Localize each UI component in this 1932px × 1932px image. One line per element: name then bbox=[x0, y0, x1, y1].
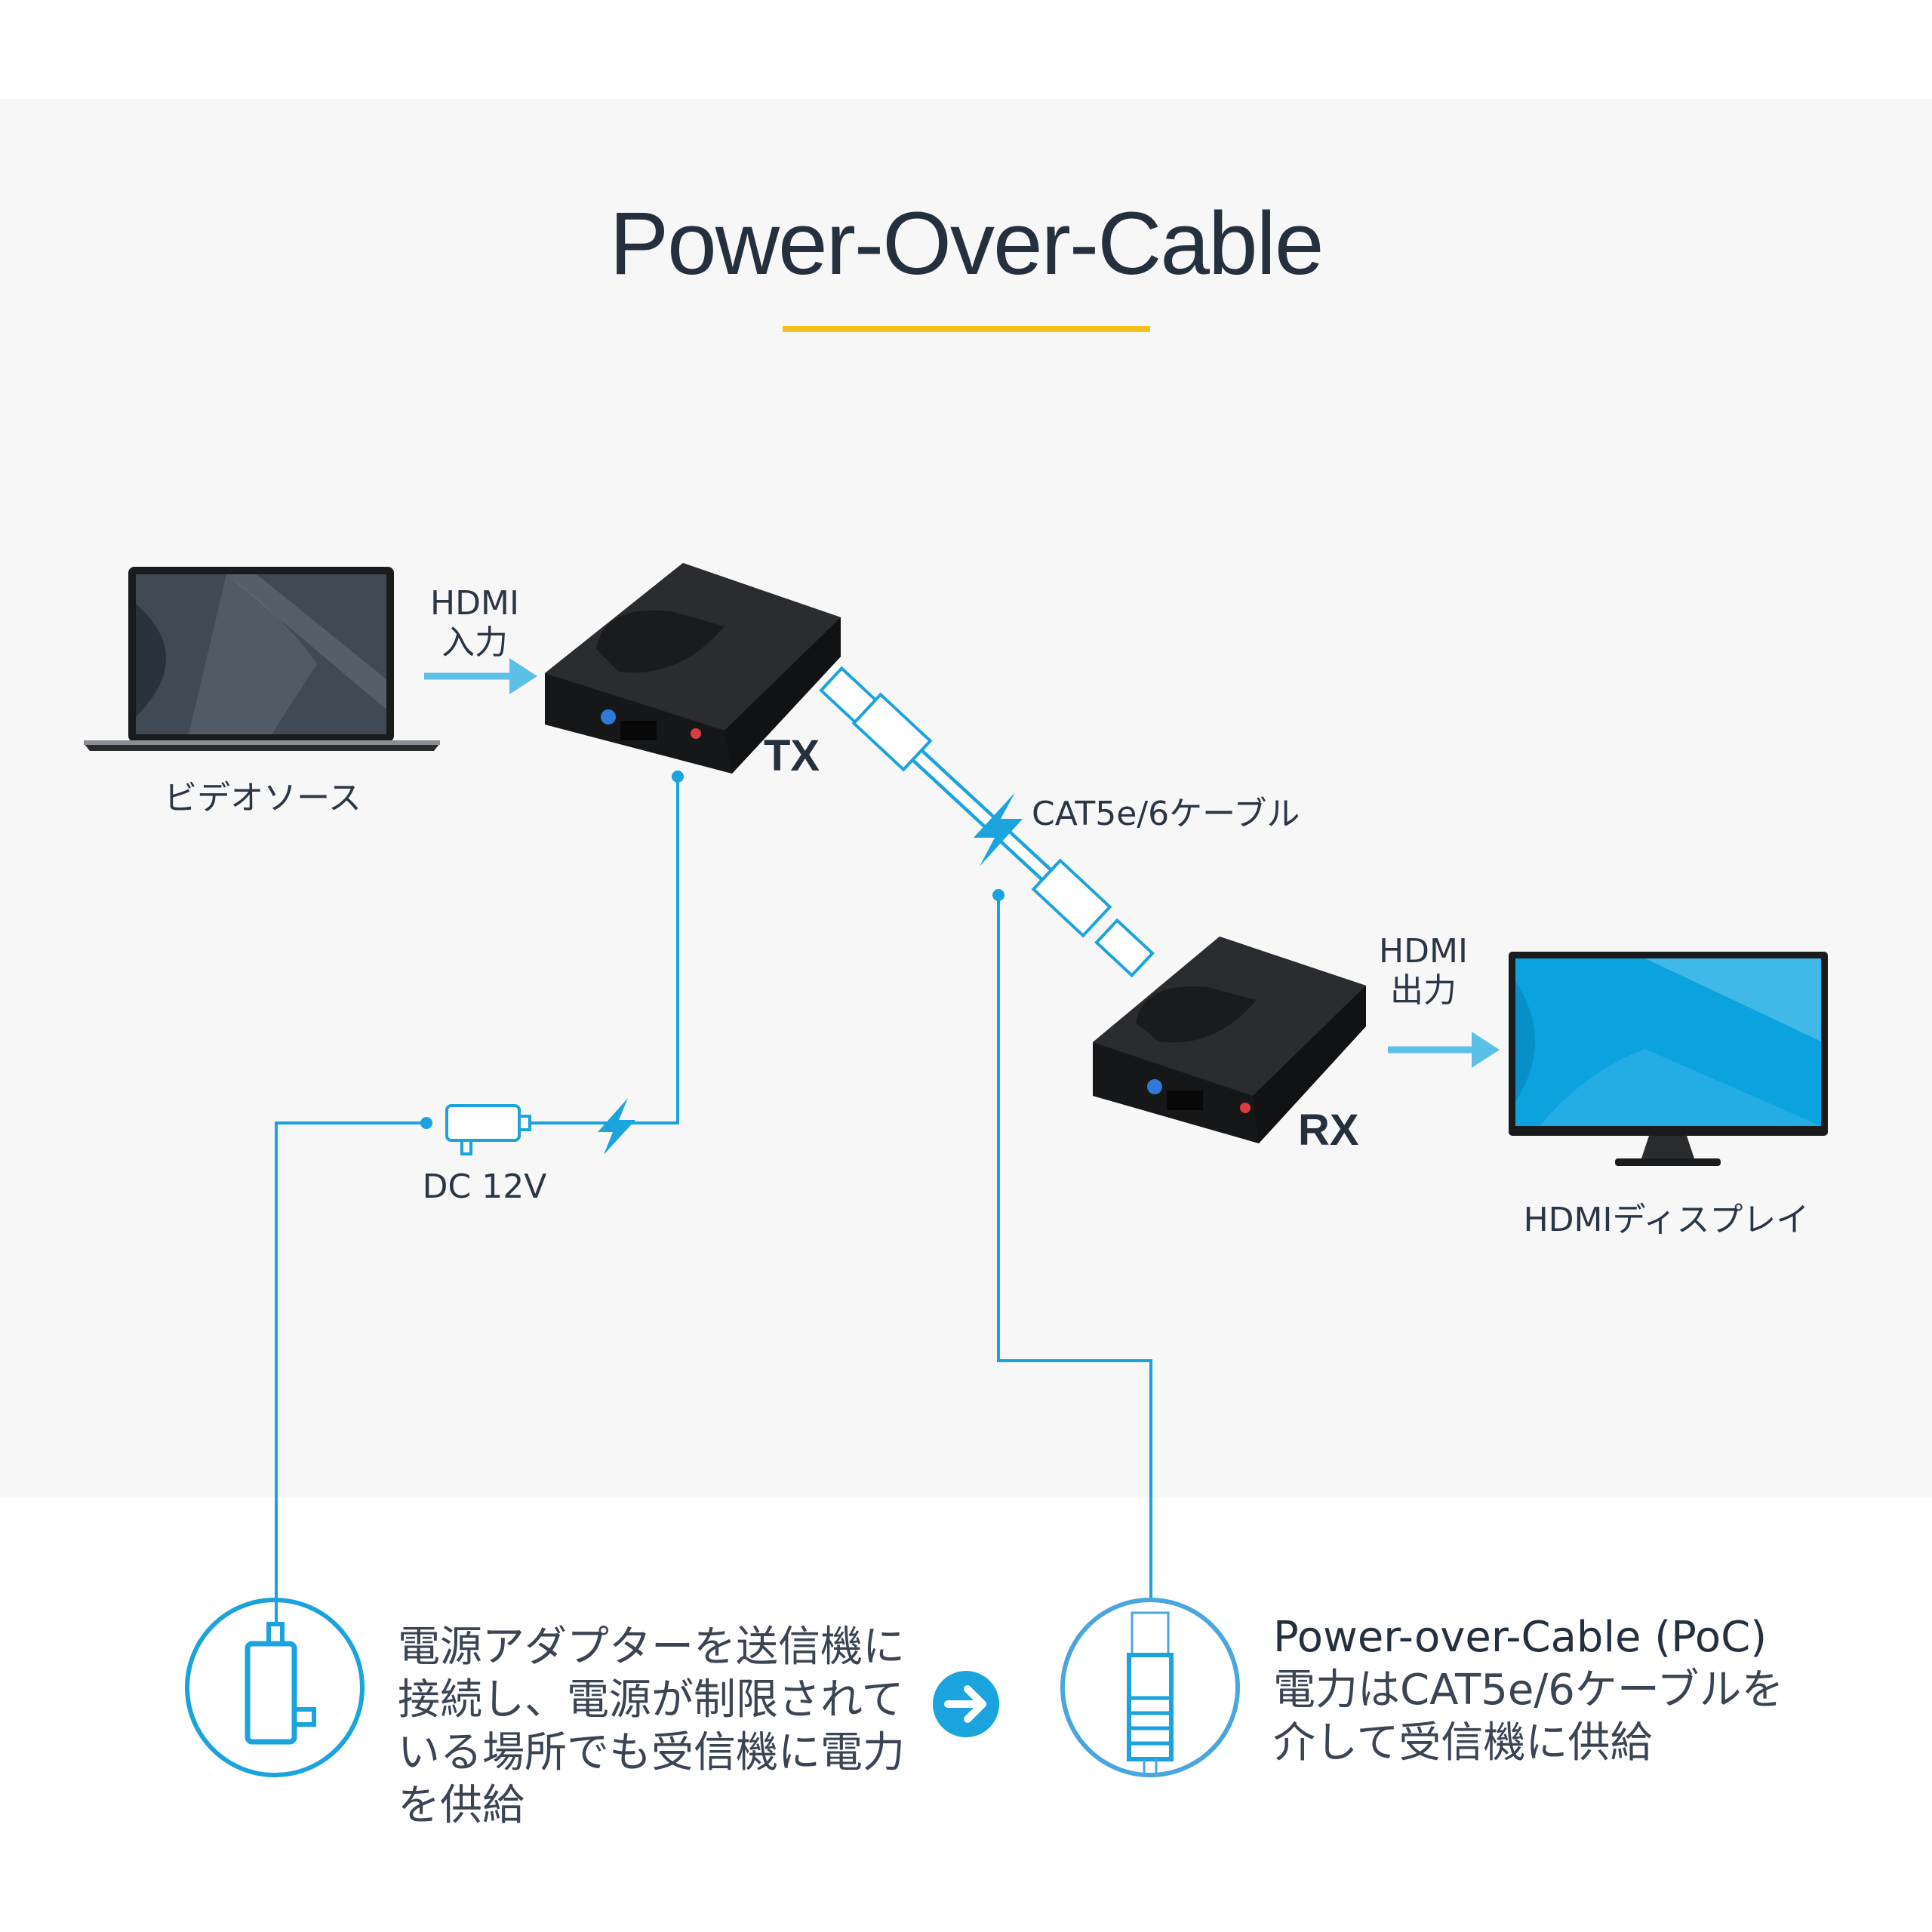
cable-label: CAT5e/6ケーブル bbox=[1032, 795, 1300, 833]
description-line: 電源アダプターを送信機に bbox=[398, 1623, 905, 1672]
page-title: Power-Over-Cable bbox=[609, 194, 1324, 294]
rx-label: RX bbox=[1298, 1106, 1359, 1155]
power-adapter-circle-icon bbox=[185, 1598, 365, 1777]
hdmi-in-label: HDMI 入力 bbox=[399, 584, 550, 663]
description-line: を供給 bbox=[398, 1781, 525, 1830]
hdmi-in-line1: HDMI bbox=[430, 584, 519, 623]
tx-device bbox=[545, 563, 841, 774]
poc-cable-description: Power-over-Cable (PoC) 電力はCAT5e/6ケーブルを 介… bbox=[1273, 1611, 1877, 1770]
hdmi-in-line2: 入力 bbox=[441, 623, 508, 662]
tx-label: TX bbox=[764, 731, 820, 780]
hdmi-out-arrow-icon bbox=[1388, 1032, 1500, 1068]
arrow-right-circle-icon bbox=[933, 1671, 999, 1737]
cat-cable-icon bbox=[819, 666, 1155, 978]
description-line: いる場所でも受信機に電力 bbox=[398, 1728, 905, 1777]
description-line: 接続し、電源が制限されて bbox=[398, 1675, 904, 1724]
description-line: 電力はCAT5e/6ケーブルを bbox=[1273, 1666, 1784, 1715]
poc-adapter-description: 電源アダプターを送信機に 接続し、電源が制限されて いる場所でも受信機に電力 を… bbox=[398, 1621, 941, 1832]
video-source-label: ビデオソース bbox=[164, 779, 361, 817]
hdmi-display-label: HDMIディスプレイ bbox=[1523, 1201, 1810, 1239]
hdmi-in-arrow-icon bbox=[424, 658, 537, 694]
title-underline bbox=[783, 326, 1150, 332]
power-bolt-icon bbox=[598, 1098, 635, 1155]
power-bolt-icon bbox=[974, 792, 1023, 866]
hdmi-out-label: HDMI 出力 bbox=[1348, 932, 1499, 1011]
dc-power-label: DC 12V bbox=[422, 1168, 547, 1206]
hdmi-out-line1: HDMI bbox=[1379, 932, 1468, 971]
monitor-icon bbox=[1509, 952, 1828, 1166]
power-adapter-icon bbox=[445, 1104, 596, 1155]
laptop-icon bbox=[84, 567, 440, 751]
description-line: 介して受信機に供給 bbox=[1273, 1718, 1653, 1767]
ethernet-plug-circle-icon bbox=[1060, 1598, 1240, 1777]
poc-line bbox=[997, 895, 1152, 1598]
rx-device bbox=[1093, 937, 1366, 1143]
hdmi-out-line2: 出力 bbox=[1390, 971, 1457, 1010]
poc-heading: Power-over-Cable (PoC) bbox=[1273, 1613, 1767, 1662]
